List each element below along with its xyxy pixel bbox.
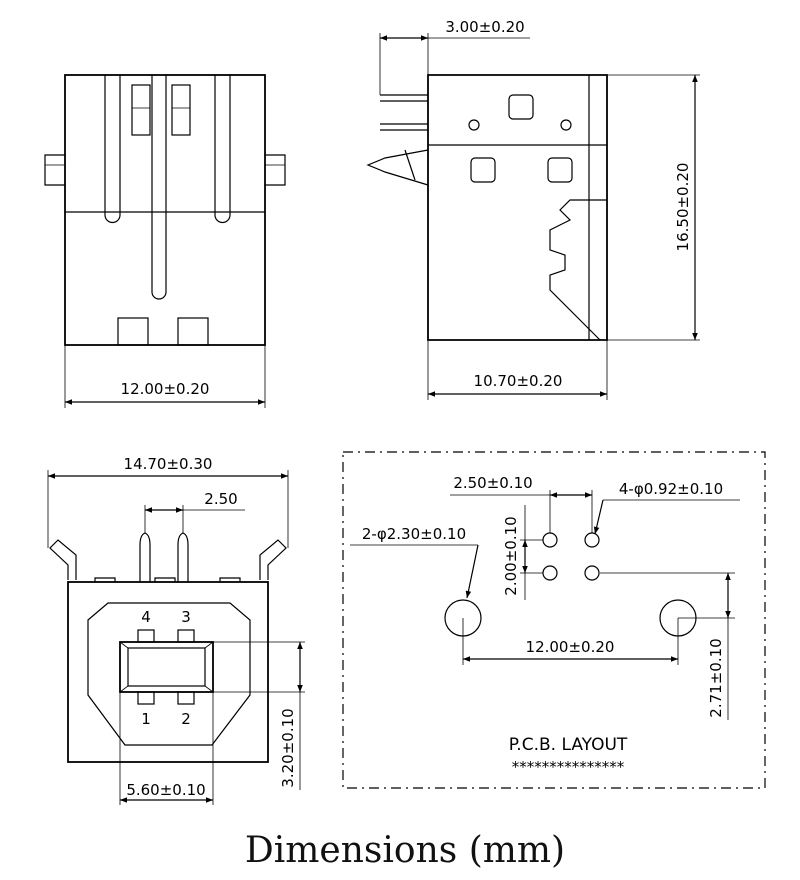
- pin-length-dim: 3.00±0.20: [445, 18, 524, 36]
- port-width-dim: 5.60±0.10: [126, 781, 205, 799]
- height-dim: 16.50±0.20: [674, 163, 692, 252]
- overall-width-dim: 14.70±0.30: [124, 455, 213, 473]
- figure-caption: Dimensions (mm): [245, 830, 565, 871]
- hole-pitch-x-dim: 2.50±0.10: [453, 474, 532, 492]
- pin-label-2: 2: [181, 710, 191, 728]
- pin-pitch-dim: 2.50: [204, 490, 237, 508]
- mount-pitch-dim: 12.00±0.20: [526, 638, 615, 656]
- pin-label-4: 4: [141, 608, 151, 626]
- front-view: 12.00±0.20: [44, 74, 286, 408]
- side-view: 3.00±0.20 16.50±0.20 10.70±0.20: [366, 18, 700, 400]
- large-hole-dim: 2-φ2.30±0.10: [362, 525, 466, 543]
- depth-dim: 10.70±0.20: [474, 372, 563, 390]
- pcb-layout: 2.50±0.10 2.00±0.10 4-φ0.92±0.10 2-φ2.30…: [342, 451, 766, 789]
- pcb-hole-2: [584, 565, 600, 581]
- pcb-layout-stars: ***************: [512, 758, 625, 776]
- pcb-hole-3: [584, 532, 600, 548]
- mount-offset-dim: 2.71±0.10: [707, 638, 725, 717]
- bottom-view: 4 3 1 2 14.70±0.30 2.50 5.60±0.10 3.20±0…: [47, 455, 305, 805]
- pcb-layout-title: P.C.B. LAYOUT: [509, 735, 628, 755]
- port-height-dim: 3.20±0.10: [279, 708, 297, 787]
- small-hole-dim: 4-φ0.92±0.10: [619, 480, 723, 498]
- front-width-dim: 12.00±0.20: [121, 380, 210, 398]
- pcb-hole-1: [542, 565, 558, 581]
- pin-label-3: 3: [181, 608, 191, 626]
- hole-pitch-y-dim: 2.00±0.10: [502, 516, 520, 595]
- pin-label-1: 1: [141, 710, 151, 728]
- pcb-hole-4: [542, 532, 558, 548]
